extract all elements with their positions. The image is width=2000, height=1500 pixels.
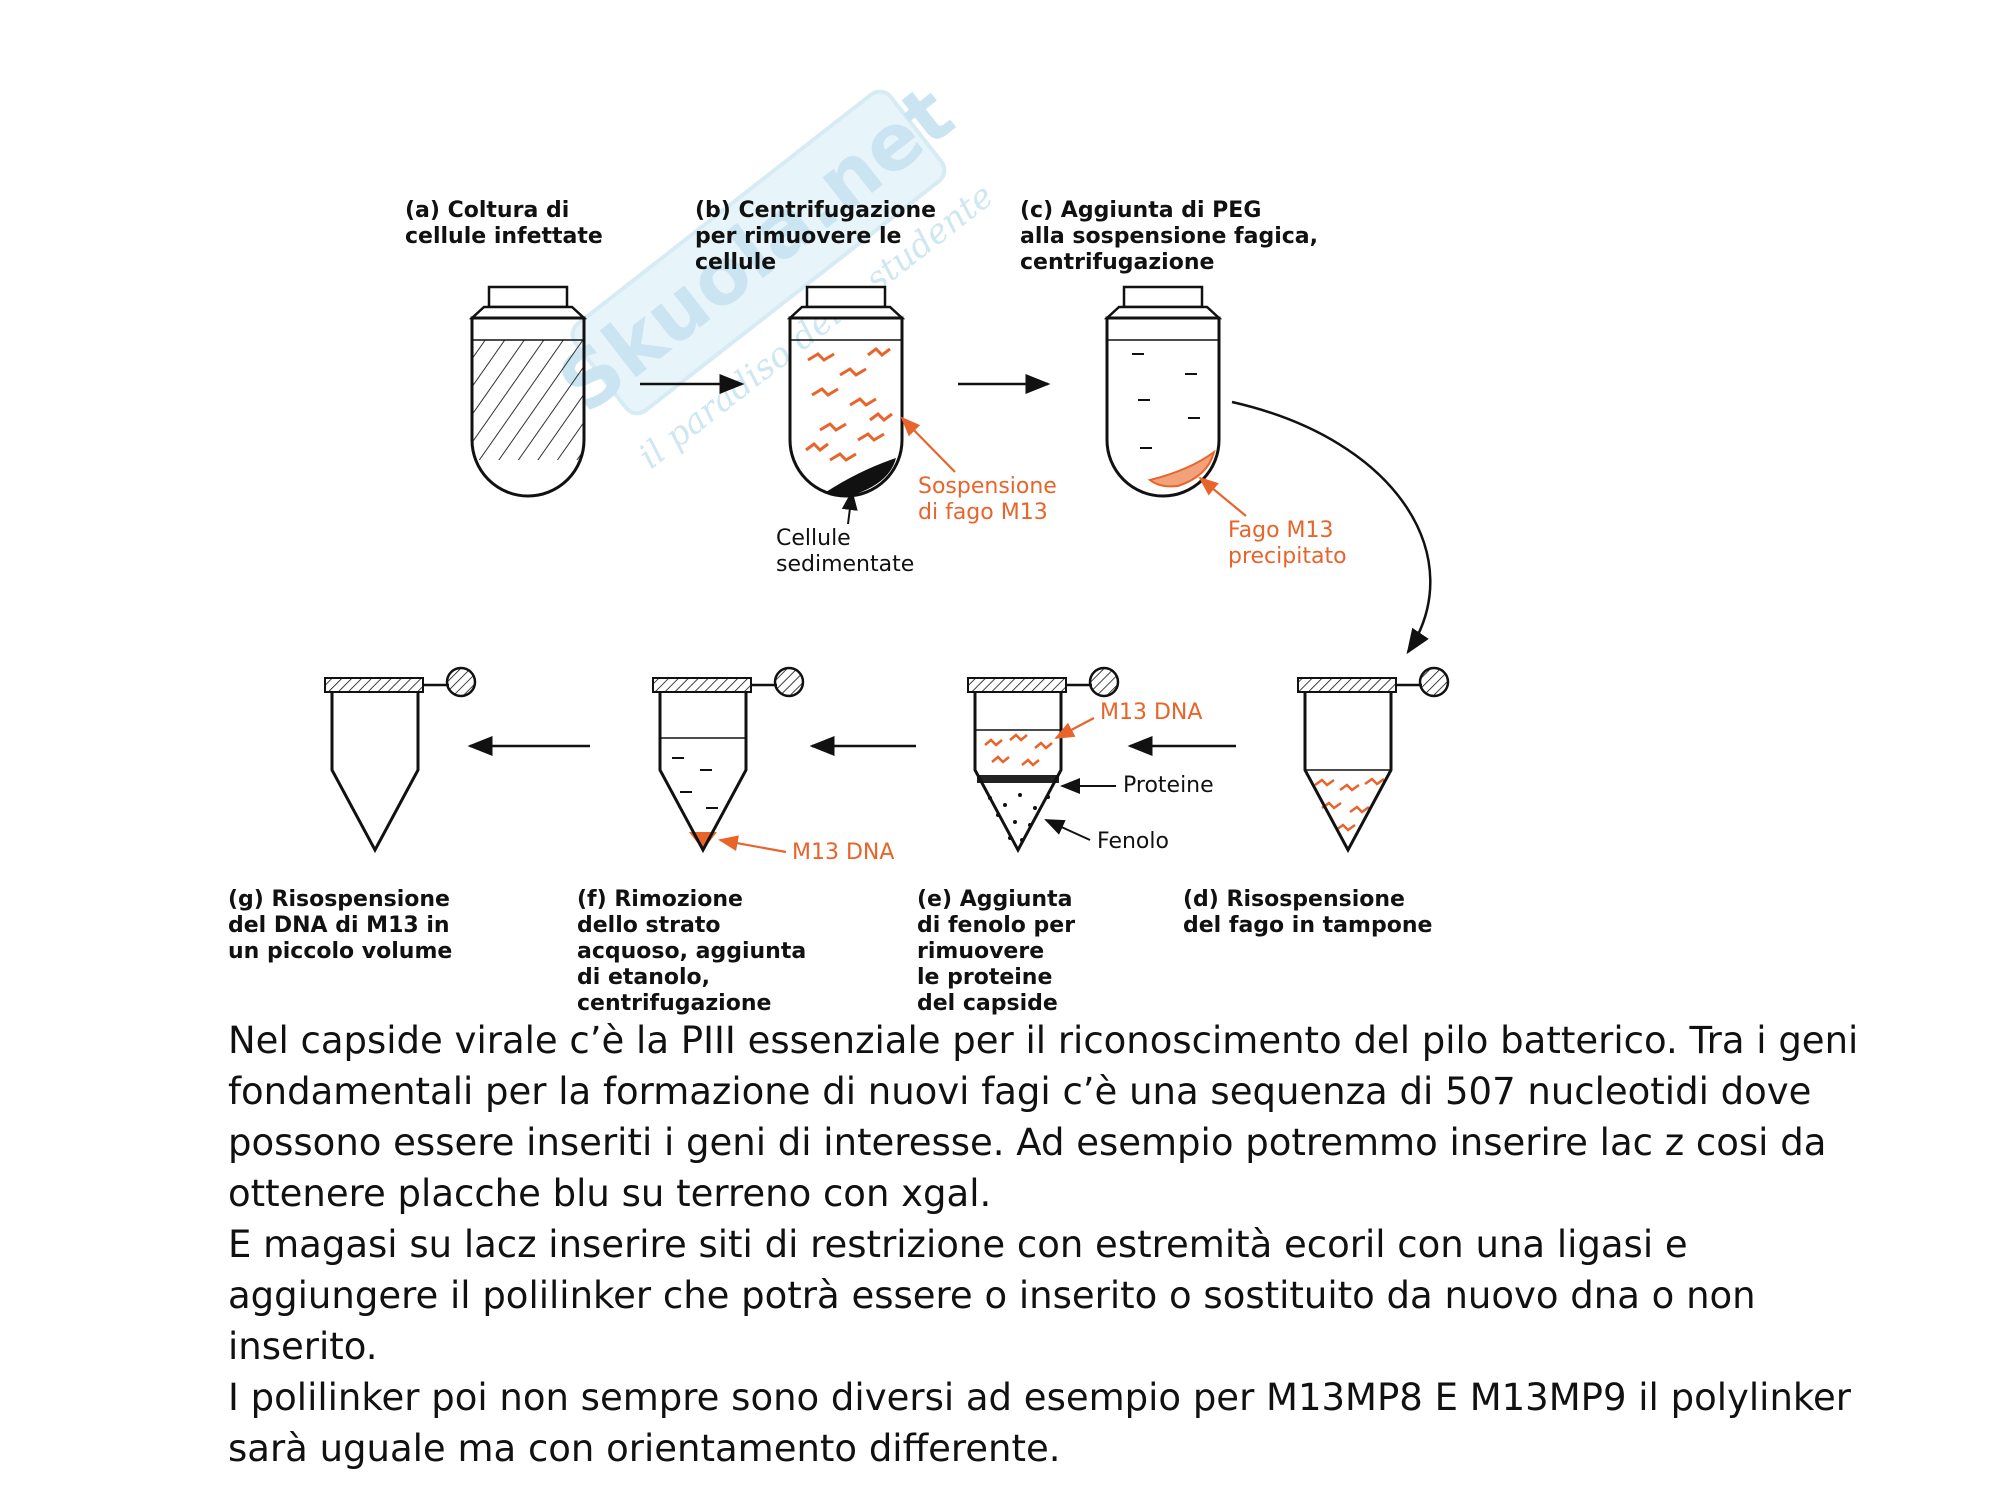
tube-c [1103, 285, 1223, 498]
step-f-label: (f) Rimozione dello strato acquoso, aggi… [577, 887, 807, 1016]
precipitate-callout: Fago M13 precipitato [1228, 518, 1347, 569]
step-d-label: (d) Risospensione del fago in tampone [1183, 887, 1433, 938]
tube-e [967, 666, 1120, 854]
dna-f-callout: M13 DNA [792, 840, 895, 865]
proteins-callout: Proteine [1123, 773, 1214, 798]
tube-g [324, 666, 477, 854]
phenol-callout: Fenolo [1097, 829, 1169, 854]
paragraph-1: Nel capside virale c’è la PIII essenzial… [228, 1019, 1859, 1215]
tube-b [786, 285, 906, 498]
cells-callout: Cellule sedimentate [776, 526, 915, 577]
dna-e-callout: M13 DNA [1100, 700, 1203, 725]
tube-d [1297, 666, 1450, 854]
step-b-label: (b) Centrifugazione per rimuovere le cel… [695, 198, 937, 275]
pointer-phenol [1044, 819, 1091, 841]
pointer-suspension [900, 416, 956, 473]
step-g-label: (g) Risospensione del DNA di M13 in un p… [228, 887, 453, 964]
process-arrows [467, 374, 1432, 756]
explanation-text: Nel capside virale c’è la PIII essenzial… [228, 1015, 1868, 1474]
step-a-label: (a) Coltura di cellule infettate [405, 198, 603, 249]
step-e-label: (e) Aggiunta di fenolo per rimuovere le … [917, 887, 1076, 1016]
paragraph-3: I polilinker poi non sempre sono diversi… [228, 1376, 1851, 1470]
tube-f [652, 666, 805, 854]
pointer-cells [841, 490, 858, 525]
step-c-label: (c) Aggiunta di PEG alla sospensione fag… [1020, 198, 1319, 275]
arrow-c-d [1231, 400, 1432, 655]
suspension-callout: Sospensione di fago M13 [918, 474, 1057, 525]
tube-a [468, 285, 588, 498]
paragraph-2: E magasi su lacz inserire siti di restri… [228, 1223, 1756, 1368]
pointer-precipitate [1198, 476, 1247, 517]
pointer-dna-e [1054, 717, 1095, 739]
pointer-dna-f [718, 835, 787, 854]
